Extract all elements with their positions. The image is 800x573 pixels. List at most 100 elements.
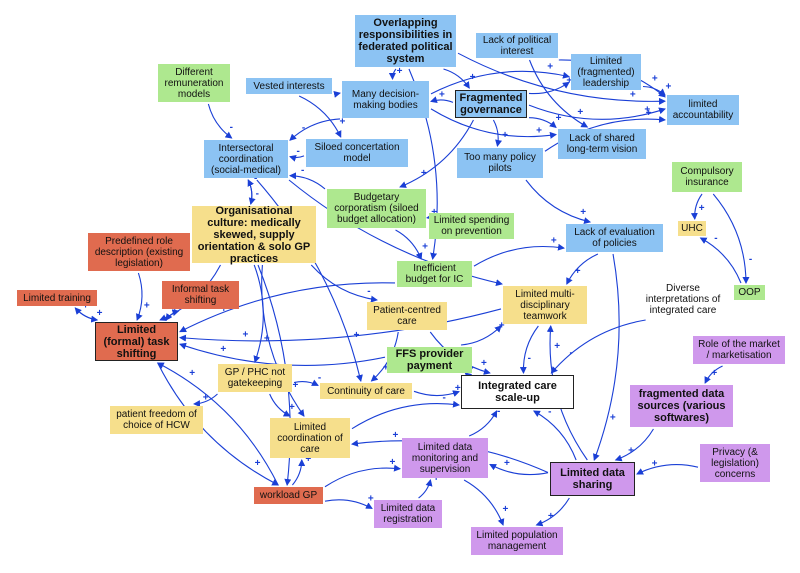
node-limited-fragmented-leadership[interactable]: Limited (fragmented) leadership — [571, 54, 641, 90]
causal-link — [492, 119, 502, 147]
polarity-sign: + — [305, 454, 311, 465]
polarity-sign: + — [644, 104, 650, 115]
node-label: Vested interests — [253, 80, 325, 92]
polarity-sign: + — [243, 330, 249, 341]
polarity-sign: + — [264, 334, 270, 345]
node-label: Budgetary corporatism (siloed budget all… — [334, 192, 419, 225]
causal-link — [525, 179, 592, 225]
polarity-sign: + — [383, 363, 389, 374]
polarity-sign: + — [548, 511, 554, 522]
node-integrated-care-scaleup[interactable]: Integrated care scale-up — [461, 375, 574, 409]
node-label: Diverse interpretations of integrated ca… — [645, 282, 721, 316]
node-limited-population-management[interactable]: Limited population management — [471, 527, 563, 555]
node-compulsory-insurance[interactable]: Compulsory insurance — [672, 162, 742, 192]
polarity-sign: + — [397, 66, 403, 77]
node-inefficient-budget[interactable]: Inefficient budget for IC — [397, 261, 472, 287]
causal-link — [388, 68, 397, 80]
causal-link — [269, 393, 291, 417]
node-limited-accountability[interactable]: limited accountability — [667, 95, 739, 125]
node-limited-data-monitoring[interactable]: Limited data monitoring and supervision — [402, 438, 488, 478]
node-label: Predefined role description (existing le… — [94, 235, 184, 269]
node-label: Continuity of care — [327, 385, 405, 397]
node-continuity-of-care[interactable]: Continuity of care — [320, 383, 412, 399]
causal-link — [418, 479, 433, 499]
polarity-sign: + — [289, 402, 295, 413]
causal-link — [443, 68, 470, 89]
node-too-many-policy-pilots[interactable]: Too many policy pilots — [457, 148, 543, 178]
polarity-sign: + — [339, 116, 345, 127]
polarity-sign: + — [554, 341, 560, 352]
node-limited-multidisciplinary-teamwork[interactable]: Limited multi-disciplinary teamwork — [503, 286, 587, 324]
node-label: Intersectoral coordination (social-medic… — [210, 142, 281, 176]
node-siloed-concertation[interactable]: Siloed concertation model — [306, 139, 408, 167]
node-lack-of-evaluation[interactable]: Lack of evaluation of policies — [566, 224, 663, 252]
node-label: Too many policy pilots — [464, 152, 536, 174]
polarity-sign: - — [318, 373, 321, 384]
polarity-sign: + — [481, 358, 487, 369]
node-fragmented-data-sources[interactable]: fragmented data sources (various softwar… — [630, 385, 733, 427]
node-patient-centred-care[interactable]: Patient-centred care — [367, 302, 447, 330]
node-many-decision-making-bodies[interactable]: Many decision-making bodies — [342, 81, 429, 118]
node-budgetary-corporatism[interactable]: Budgetary corporatism (siloed budget all… — [327, 189, 426, 228]
node-label: GP / PHC not gatekeeping — [224, 367, 286, 389]
polarity-sign: + — [422, 241, 428, 252]
node-gp-phc-not-gatekeeping[interactable]: GP / PHC not gatekeeping — [218, 364, 292, 392]
causal-link — [179, 308, 502, 342]
node-label: Privacy (& legislation) concerns — [711, 446, 759, 480]
node-limited-coordination-of-care[interactable]: Limited coordination of care — [270, 418, 350, 458]
node-label: UHC — [681, 223, 703, 234]
node-privacy-concerns[interactable]: Privacy (& legislation) concerns — [700, 444, 770, 482]
node-limited-data-registration[interactable]: Limited data registration — [374, 500, 442, 528]
node-label: Lack of evaluation of policies — [574, 227, 655, 249]
node-limited-formal-task-shifting[interactable]: Limited (formal) task shifting — [95, 322, 178, 361]
node-diverse-interpretations[interactable]: Diverse interpretations of integrated ca… — [637, 280, 729, 318]
node-lack-shared-vision[interactable]: Lack of shared long-term vision — [558, 129, 646, 159]
node-limited-training[interactable]: Limited training — [17, 290, 97, 306]
polarity-sign: + — [547, 61, 553, 72]
polarity-sign: + — [646, 108, 652, 119]
causal-link — [74, 307, 98, 321]
node-organisational-culture[interactable]: Organisational culture: medically skewed… — [192, 205, 316, 265]
node-label: FFS provider payment — [395, 348, 464, 372]
causal-link — [550, 319, 646, 374]
node-fragmented-governance[interactable]: Fragmented governance — [455, 90, 527, 118]
node-different-remuneration[interactable]: Different remuneration models — [158, 64, 230, 102]
causal-link — [468, 410, 498, 437]
polarity-sign: + — [556, 113, 562, 124]
node-predefined-role-description[interactable]: Predefined role description (existing le… — [88, 233, 190, 271]
node-workload-gp[interactable]: workload GP — [254, 487, 323, 504]
causal-link — [293, 379, 319, 386]
polarity-sign: + — [711, 368, 717, 379]
causal-link — [642, 85, 666, 96]
node-label: Limited spending on prevention — [433, 215, 510, 237]
node-lack-political-interest[interactable]: Lack of political interest — [476, 33, 558, 58]
causal-link — [292, 459, 306, 486]
node-limited-spending-prevention[interactable]: Limited spending on prevention — [429, 213, 514, 239]
node-intersectoral-coordination[interactable]: Intersectoral coordination (social-medic… — [204, 140, 288, 178]
node-label: Overlapping responsibilities in federate… — [358, 17, 453, 65]
causal-link — [535, 497, 570, 527]
node-informal-task-shifting[interactable]: Informal task shifting — [162, 281, 239, 309]
node-label: Many decision-making bodies — [351, 88, 420, 111]
polarity-sign: - — [302, 123, 305, 134]
node-patient-freedom[interactable]: patient freedom of choice of HCW — [110, 406, 203, 434]
node-oop[interactable]: OOP — [734, 285, 765, 300]
node-ffs-provider-payment[interactable]: FFS provider payment — [387, 347, 472, 373]
causal-link — [704, 365, 723, 384]
polarity-sign: - — [442, 393, 445, 404]
node-limited-data-sharing[interactable]: Limited data sharing — [550, 462, 635, 496]
node-uhc[interactable]: UHC — [678, 221, 706, 236]
polarity-sign: + — [390, 457, 396, 468]
node-overlapping-responsibilities[interactable]: Overlapping responsibilities in federate… — [355, 15, 456, 67]
node-label: Limited (fragmented) leadership — [577, 55, 635, 89]
causal-link — [430, 70, 570, 95]
node-role-of-market[interactable]: Role of the market / marketisation — [693, 336, 785, 364]
node-vested-interests[interactable]: Vested interests — [246, 78, 332, 94]
causal-link — [636, 464, 699, 475]
polarity-sign: + — [221, 304, 227, 315]
polarity-sign: + — [630, 90, 636, 101]
causal-link — [333, 90, 341, 98]
node-label: Role of the market / marketisation — [698, 339, 780, 361]
polarity-sign: + — [575, 266, 581, 277]
polarity-sign: + — [652, 74, 658, 85]
